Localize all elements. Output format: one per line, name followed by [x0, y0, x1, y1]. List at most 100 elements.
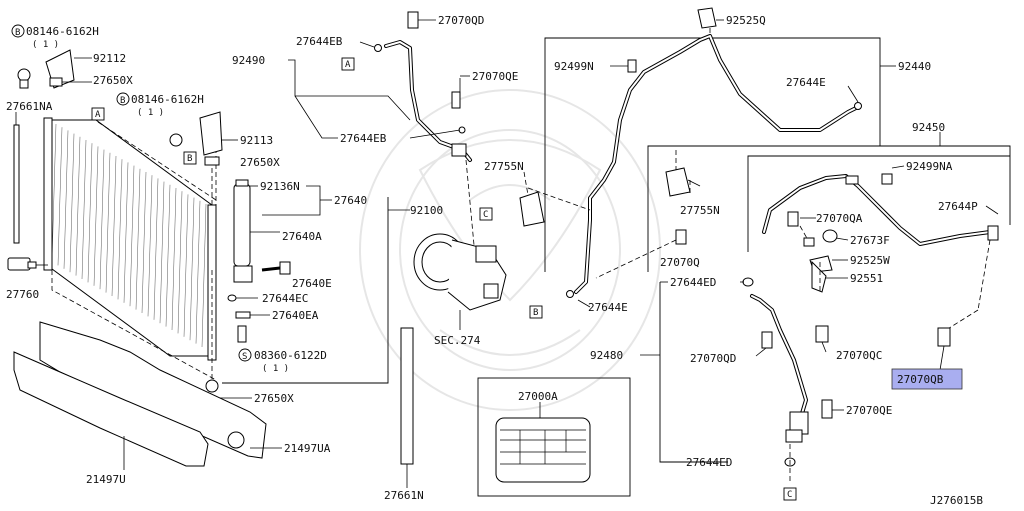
air-guide-21497u — [13, 351, 209, 467]
label-92450: 92450 — [912, 121, 945, 134]
ref-box-b-mid: B — [529, 305, 543, 319]
cap-92499na — [881, 173, 893, 185]
label-box-27000a — [477, 377, 631, 497]
hose-92480 — [750, 294, 809, 443]
label-92440: 92440 — [898, 60, 931, 73]
label-27650x-top: 27650X — [93, 74, 133, 87]
svg-text:B: B — [187, 154, 192, 164]
hose-92490 — [384, 40, 472, 162]
label-27644e-bot: 27644E — [588, 301, 628, 314]
b-circle-marker-a — [11, 24, 25, 38]
condenser-fin — [153, 178, 159, 320]
svg-text:A: A — [345, 60, 351, 70]
label-27644eb-mid: 27644EB — [340, 132, 387, 145]
label-27644ec: 27644EC — [262, 292, 308, 305]
clip-92525q — [697, 7, 717, 29]
label-27070q: 27070Q — [660, 256, 700, 269]
svg-text:B: B — [533, 308, 538, 318]
bolt-27070q — [675, 229, 687, 245]
cap-92499n — [627, 59, 637, 73]
label-27070qd-bot: 27070QD — [690, 352, 736, 365]
label-27644e-top: 27644E — [786, 76, 826, 89]
condenser-fin — [189, 197, 195, 341]
condenser-fin — [63, 130, 69, 269]
label-27070qb: 27070QB — [897, 373, 944, 386]
b-circle-letter-a: B — [15, 28, 20, 38]
condenser-fin — [99, 149, 105, 290]
label-92490: 92490 — [232, 54, 265, 67]
bracket-92112 — [17, 49, 92, 89]
bracket-92113 — [169, 111, 238, 166]
bracket-27755n-left — [519, 191, 545, 227]
pipe-92440 — [574, 34, 858, 294]
condenser-fin — [165, 184, 171, 327]
label-92136n: 92136N — [260, 180, 300, 193]
label-27755n-left: 27755N — [484, 160, 524, 173]
condenser-fin — [159, 181, 165, 324]
b-circle-letter-b: B — [120, 96, 125, 106]
condenser-dash-outline — [51, 270, 217, 381]
label-27661n: 27661N — [384, 489, 424, 502]
label-27000a: 27000A — [518, 390, 558, 403]
label-27644ed-bot: 27644ED — [686, 456, 732, 469]
label-08146-6162h-a: 08146-6162H — [26, 25, 99, 38]
o-ring-27644e-top — [854, 102, 862, 110]
part-labels: B B 08146-6162H ( 1 ) 92112 27650X 27661… — [6, 14, 983, 507]
qty-08360: ( 1 ) — [262, 364, 289, 374]
condenser-fin — [105, 152, 111, 293]
bolt-27070qe-top — [451, 91, 461, 109]
condenser-fin — [93, 146, 99, 286]
bracket-27755n-right — [665, 167, 691, 197]
condenser-fin — [201, 203, 207, 348]
label-92525q: 92525Q — [726, 14, 766, 27]
callout-box-92480 — [659, 282, 728, 463]
condenser-fin — [111, 155, 117, 297]
fitting-27640ea — [235, 311, 270, 319]
dash-hose-to-compressor — [465, 159, 475, 246]
air-guide-21497ua — [39, 321, 267, 459]
condenser-fin — [81, 139, 87, 280]
label-92100: 92100 — [410, 204, 443, 217]
o-ring-27644ed-top — [742, 277, 754, 287]
bolt-27070qc — [815, 325, 829, 343]
compressor — [413, 233, 507, 330]
condenser-fin — [117, 159, 123, 300]
condenser-fin — [141, 171, 147, 314]
s-circle-marker — [238, 348, 252, 362]
label-21497ua: 21497UA — [284, 442, 331, 455]
condenser-fin — [129, 165, 135, 307]
label-27650x-mid: 27650X — [240, 156, 280, 169]
label-08146-6162h-b: 08146-6162H — [131, 93, 204, 106]
ref-box-c-mid: C — [479, 207, 493, 221]
seal-27673f — [822, 229, 838, 243]
label-27644eb-top: 27644EB — [296, 35, 343, 48]
ref-box-b-left: B — [183, 151, 197, 165]
mount-27650x-bottom — [205, 379, 219, 393]
label-27640e: 27640E — [292, 277, 332, 290]
label-27755n-right: 27755N — [680, 204, 720, 217]
label-27661na: 27661NA — [6, 100, 53, 113]
callout-box-92450 — [647, 145, 1011, 272]
qty-08146-b: ( 1 ) — [137, 108, 164, 118]
label-21497u: 21497U — [86, 473, 126, 486]
bracket-line-27640 — [262, 185, 321, 216]
o-ring-27644e-bot — [566, 290, 574, 298]
svg-text:C: C — [483, 210, 488, 220]
o-ring-27644ec — [227, 294, 237, 302]
callout-box-92450-inner — [747, 155, 1010, 252]
label-92113: 92113 — [240, 134, 273, 147]
label-27644ed-top: 27644ED — [670, 276, 716, 289]
screw-08360 — [237, 325, 247, 343]
condenser-fin — [123, 162, 129, 303]
diagram-code: J276015B — [930, 494, 983, 507]
highlight-27070qb — [891, 368, 963, 390]
receiver-drier-27640 — [233, 179, 280, 283]
label-92480: 92480 — [590, 349, 623, 362]
condenser-fin — [87, 143, 93, 283]
side-seal-27661na — [13, 124, 20, 244]
bracket-92551 — [811, 260, 827, 293]
label-92499n: 92499N — [554, 60, 594, 73]
label-92525w: 92525W — [850, 254, 890, 267]
label-27644p: 27644P — [938, 200, 978, 213]
